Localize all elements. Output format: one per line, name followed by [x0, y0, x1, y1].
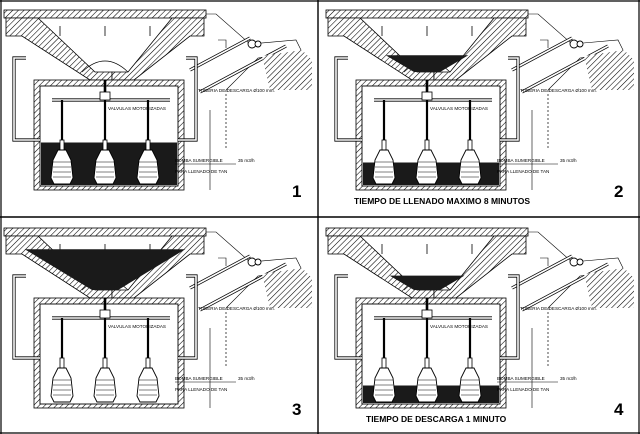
p4-label-bomba: BOMBA SUMERGIBLE — [497, 376, 545, 381]
p2-upper-tank-rim — [325, 9, 529, 19]
p4-label-bomba-rate: 35 m3/h — [560, 376, 577, 381]
p3-upper-water — [24, 249, 186, 290]
p4-valve-box-icon — [421, 309, 433, 319]
p1-label-llenado: PARA LLENADO DE TAN — [175, 169, 227, 174]
p1-right-loop-pipe-inner — [178, 57, 197, 141]
p2-pipe-bracket — [540, 39, 549, 48]
p1-upper-tank-dome — [81, 60, 129, 73]
p4-pump-1-neck — [381, 357, 387, 369]
p1-panel-number: 1 — [292, 182, 301, 201]
p1-pipe-bracket — [218, 39, 227, 48]
p1-pump-3-neck — [145, 139, 151, 151]
p1-left-loop-pipe-inner — [13, 57, 40, 141]
p4-label-tuberia: TUBERIA DE DESCARGA Ø100 mm. — [520, 306, 597, 311]
p4-pipe-flange-icon-2 — [576, 258, 584, 266]
p3-valve-box-icon — [99, 309, 111, 319]
p4-pump-3-neck — [467, 357, 473, 369]
p4-label-llenado: PARA LLENADO DE TAN — [497, 387, 549, 392]
p2-pump-2-neck — [424, 139, 430, 151]
p2-caption: TIEMPO DE LLENADO MAXIMO 8 MINUTOS — [354, 196, 530, 206]
p4-inclined-pipe-outer — [528, 231, 625, 309]
p2-pump-1-neck — [381, 139, 387, 151]
p2-valve-box-icon — [421, 91, 433, 101]
p2-pump-3-neck — [467, 139, 473, 151]
p2-label-llenado: PARA LLENADO DE TAN — [497, 169, 549, 174]
p1-label-tuberia: TUBERIA DE DESCARGA Ø100 mm. — [198, 88, 275, 93]
p3-inclined-pipe-inner — [189, 255, 251, 289]
p4-pump-2-neck — [424, 357, 430, 369]
p2-left-loop-pipe-inner — [335, 57, 362, 141]
p1-inclined-pipe-outer — [206, 13, 303, 91]
p3-pipe-bracket — [218, 257, 227, 266]
p3-label-bomba: BOMBA SUMERGIBLE — [175, 376, 223, 381]
panel-4: TUBERIA DE DESCARGA Ø100 mm. VALVULAS MOT… — [325, 227, 634, 424]
p1-inclined-pipe-2-inner — [199, 45, 287, 93]
p3-label-valvulas: VALVULAS MOTORIZADAS — [108, 324, 166, 329]
p3-label-llenado: PARA LLENADO DE TAN — [175, 387, 227, 392]
p2-pipe-flange-icon-2 — [576, 40, 584, 48]
p1-ground-slope — [262, 50, 312, 90]
p2-inclined-pipe-inner — [511, 37, 573, 71]
p4-right-loop-pipe-inner — [500, 275, 519, 359]
p4-pipe-bracket — [540, 257, 549, 266]
p3-panel-number: 3 — [292, 400, 301, 419]
p1-pump-1-neck — [59, 139, 65, 151]
p1-pump-2-neck — [102, 139, 108, 151]
p4-caption: TIEMPO DE DESCARGA 1 MINUTO — [366, 414, 507, 424]
p4-inclined-pipe-inner — [511, 255, 573, 289]
p1-label-bomba-rate: 35 m3/h — [238, 158, 255, 163]
p4-left-loop-pipe-inner — [335, 275, 362, 359]
p2-inclined-pipe-outer — [528, 13, 625, 91]
p4-upper-tank-rim — [325, 227, 529, 237]
p2-panel-number: 2 — [614, 182, 623, 201]
panel-2: TUBERIA DE DESCARGA Ø100 mm. VALVULAS MOT… — [325, 9, 634, 206]
p1-pipe-flange-icon-2 — [254, 40, 262, 48]
p2-label-valvulas: VALVULAS MOTORIZADAS — [430, 106, 488, 111]
p4-ground-slope — [584, 268, 634, 308]
p4-label-valvulas: VALVULAS MOTORIZADAS — [430, 324, 488, 329]
p1-label-bomba: BOMBA SUMERGIBLE — [175, 158, 223, 163]
p3-left-loop-pipe-inner — [13, 275, 40, 359]
p1-label-valvulas: VALVULAS MOTORIZADAS — [108, 106, 166, 111]
p1-valve-box-icon — [99, 91, 111, 101]
panel-3: TUBERIA DE DESCARGA Ø100 mm. VALVULAS MOT… — [3, 227, 312, 419]
p3-pump-2-neck — [102, 357, 108, 369]
p3-pump-1-neck — [59, 357, 65, 369]
p2-inclined-pipe-2-inner — [521, 45, 609, 93]
p3-label-bomba-rate: 35 m3/h — [238, 376, 255, 381]
p3-label-tuberia: TUBERIA DE DESCARGA Ø100 mm. — [198, 306, 275, 311]
p3-pipe-flange-icon-2 — [254, 258, 262, 266]
p2-label-bomba-rate: 35 m3/h — [560, 158, 577, 163]
p3-right-loop-pipe-inner — [178, 275, 197, 359]
p3-pump-3-neck — [145, 357, 151, 369]
p1-upper-tank-right-wall — [111, 17, 205, 81]
p1-upper-tank-rim — [3, 9, 207, 19]
p1-inclined-pipe-inner — [189, 37, 251, 71]
p3-ground-slope — [262, 268, 312, 308]
p1-upper-tank-left-wall — [5, 17, 113, 81]
p4-inclined-pipe-2-inner — [521, 263, 609, 311]
p4-upper-tank-right-wall — [433, 235, 527, 299]
p2-label-bomba: BOMBA SUMERGIBLE — [497, 158, 545, 163]
p4-panel-number: 4 — [614, 400, 624, 419]
p2-upper-tank-right-wall — [433, 17, 527, 81]
p3-inclined-pipe-2-inner — [199, 263, 287, 311]
p2-ground-slope — [584, 50, 634, 90]
p2-upper-water — [385, 55, 469, 72]
p2-label-tuberia: TUBERIA DE DESCARGA Ø100 mm. — [520, 88, 597, 93]
p3-inclined-pipe-outer — [206, 231, 303, 309]
p2-right-loop-pipe-inner — [500, 57, 519, 141]
p4-upper-water — [389, 275, 465, 290]
p3-upper-tank-rim — [3, 227, 207, 237]
panel-1: TUBERIA DE DESCARGA Ø100 mm. VALVULAS MOT… — [3, 9, 312, 201]
